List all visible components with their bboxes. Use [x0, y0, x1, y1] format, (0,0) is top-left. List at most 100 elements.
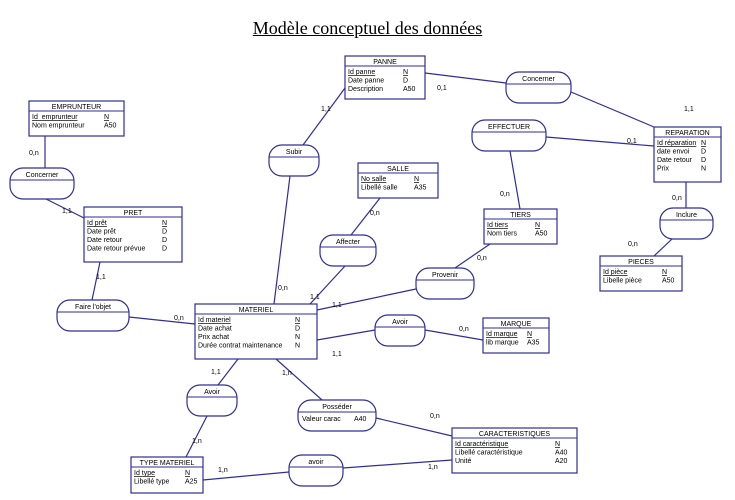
cardinality-label: 0,1	[627, 138, 637, 145]
association-shape	[56, 299, 130, 332]
association-inclure[interactable]: Inclure	[659, 207, 714, 240]
entity-attribute: date envoi	[657, 149, 690, 156]
association-avoir_type[interactable]: Avoir	[186, 384, 238, 417]
cardinality-label: 0,n	[174, 315, 184, 322]
association-shape	[288, 454, 344, 487]
entity-box	[194, 303, 318, 360]
cardinality-label: 1,1	[96, 274, 106, 281]
cardinality-label: 0,1	[437, 85, 447, 92]
entity-attribute: Id marque	[486, 331, 518, 338]
entity-attribute-type: D	[162, 237, 167, 244]
entity-attribute-type: A35	[414, 185, 427, 192]
link-type_materiel-avoir_type	[185, 415, 208, 458]
cardinality-label: 0,n	[278, 285, 288, 292]
entity-attribute: Id panne	[348, 69, 375, 76]
cardinality-label: 1,1	[211, 369, 221, 376]
association-provenir[interactable]: Provenir	[415, 267, 475, 300]
link-marque-avoir_marque	[424, 329, 484, 341]
association-effectuer[interactable]: EFFECTUER	[471, 119, 547, 152]
association-avoir_carac[interactable]: avoir	[288, 454, 344, 487]
entity-attribute-type: N	[662, 269, 667, 276]
entity-attribute-type: D	[295, 326, 300, 333]
entity-attribute-type: D	[403, 78, 408, 85]
entity-attribute-type: N	[295, 343, 300, 350]
link-pieces-inclure	[653, 238, 673, 257]
association-concerner_pret[interactable]: Concerner	[9, 167, 75, 200]
entity-attribute-type: N	[162, 220, 167, 227]
association-shape	[319, 234, 377, 267]
entity-attribute: Libellé salle	[361, 185, 398, 192]
link-tiers-effectuer	[509, 150, 521, 210]
entity-attribute-type: N	[403, 69, 408, 76]
association-affecter[interactable]: Affecter	[319, 234, 377, 267]
entity-attribute: Id_emprunteur	[32, 114, 78, 121]
association-shape	[9, 167, 75, 200]
entity-attribute-type: A35	[527, 340, 540, 347]
link-pret-concerner_pret	[45, 198, 85, 219]
cardinality-label: 1,1	[62, 208, 72, 215]
entity-name: PRET	[124, 210, 143, 217]
entity-attribute-type: D	[701, 157, 706, 164]
association-name: Concerner	[26, 172, 59, 179]
cardinality-label: 0,n	[672, 195, 682, 202]
association-shape	[374, 314, 426, 347]
cardinality-label: 0,n	[500, 191, 510, 198]
entity-box	[83, 206, 183, 263]
entity-attribute: Date prêt	[87, 229, 116, 236]
entity-attribute-type: N	[185, 470, 190, 477]
association-subir[interactable]: Subir	[268, 144, 320, 177]
entity-box	[28, 100, 125, 137]
cardinality-label: 1,n	[282, 370, 292, 377]
entity-attribute: Id prêt	[87, 220, 107, 227]
association-attribute-type: A40	[354, 416, 367, 423]
entity-attribute: Id type	[134, 470, 155, 477]
entity-attribute: Id tiers	[487, 222, 509, 229]
link-pret-faire_objet	[91, 261, 101, 301]
entity-attribute-type: D	[162, 229, 167, 236]
association-name: Avoir	[204, 389, 220, 396]
entity-attribute: Id caractéristique	[455, 441, 508, 448]
cardinality-label: 1,1	[332, 351, 342, 358]
link-caracteristiques-avoir_carac	[342, 459, 453, 469]
cardinality-label: 1,n	[192, 438, 202, 445]
cardinality-label: 1,1	[310, 294, 320, 301]
association-attribute: Valeur carac	[302, 416, 341, 423]
association-concerner_rep[interactable]: Concerner	[505, 71, 572, 104]
entity-attribute-type: N	[701, 166, 706, 173]
link-reparation-effectuer	[545, 136, 655, 147]
entity-attribute: Date retour prévue	[87, 246, 145, 253]
entity-attribute-type: D	[162, 246, 167, 253]
entity-attribute-type: N	[104, 114, 109, 121]
entity-box	[451, 427, 578, 474]
association-name: Avoir	[392, 319, 408, 326]
entity-box	[653, 126, 722, 183]
association-name: avoir	[308, 459, 324, 466]
entity-name: CARACTERISTIQUES	[479, 431, 551, 438]
entity-attribute: Date achat	[198, 326, 232, 333]
entity-attribute: Id réparation	[657, 140, 696, 147]
link-salle-affecter	[350, 197, 381, 236]
diagram-title: Modèle conceptuel des données	[252, 18, 483, 38]
entity-attribute: Description	[348, 86, 383, 93]
entity-name: REPARATION	[665, 130, 709, 137]
link-materiel-faire_objet	[128, 316, 196, 325]
association-name: Inclure	[676, 212, 697, 219]
link-materiel-affecter	[309, 265, 346, 305]
link-materiel-provenir	[316, 288, 417, 311]
association-avoir_marque[interactable]: Avoir	[374, 314, 426, 347]
link-tiers-provenir	[454, 243, 491, 269]
association-faire_objet[interactable]: Faire l'objet	[56, 299, 130, 332]
entity-attribute: Durée contrat maintenance	[198, 343, 283, 350]
